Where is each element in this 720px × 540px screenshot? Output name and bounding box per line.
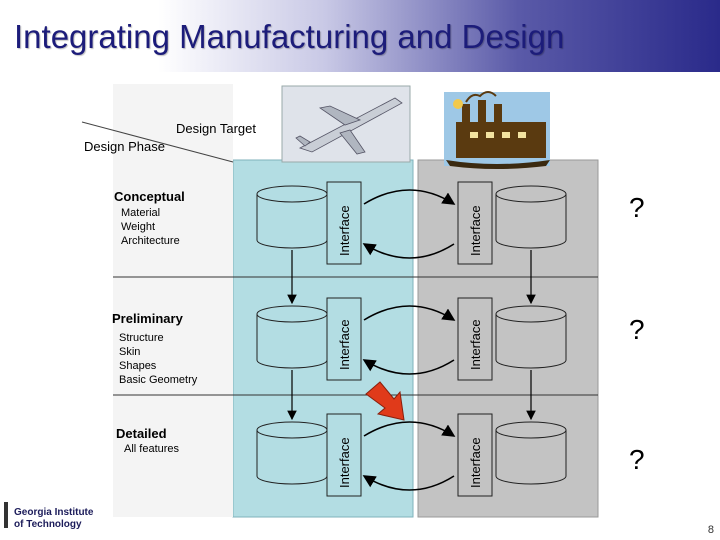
interface-label: Interface xyxy=(468,205,483,256)
logo-line-1: Georgia Institute xyxy=(14,507,94,518)
page-number: 8 xyxy=(707,524,714,536)
interface-label: Interface xyxy=(337,437,352,488)
factory-image xyxy=(444,91,550,169)
phase-item: Shapes xyxy=(119,360,157,372)
design-interface-box-preliminary xyxy=(326,297,362,381)
aircraft-image xyxy=(281,85,411,163)
design-database-detailed xyxy=(256,421,328,485)
design-database-conceptual xyxy=(256,185,328,249)
manufacturing-database-conceptual xyxy=(495,185,567,249)
interface-label: Interface xyxy=(468,319,483,370)
phase-item: Material xyxy=(121,207,160,219)
phase-title-conceptual: Conceptual xyxy=(114,189,185,204)
question-mark-preliminary: ? xyxy=(629,314,645,345)
design-interface-box-conceptual xyxy=(326,181,362,265)
question-mark-detailed: ? xyxy=(629,444,645,475)
interface-exchange-arrows xyxy=(362,189,456,491)
phase-item: Structure xyxy=(119,332,164,344)
phase-flow-arrows xyxy=(287,250,536,421)
logo-line-2: of Technology xyxy=(14,519,82,530)
phase-item: All features xyxy=(124,443,180,455)
manufacturing-interface-box-preliminary xyxy=(457,297,493,381)
design-phase-diagonal xyxy=(81,121,234,163)
design-phase-label: Design Phase xyxy=(84,139,165,154)
design-interface-box-detailed xyxy=(326,413,362,497)
manufacturing-database-preliminary xyxy=(495,305,567,369)
manufacturing-interface-box-detailed xyxy=(457,413,493,497)
design-database-preliminary xyxy=(256,305,328,369)
manufacturing-interface-box-conceptual xyxy=(457,181,493,265)
phase-item: Skin xyxy=(119,346,140,358)
title-bar: Integrating Manufacturing and Design xyxy=(0,0,720,72)
interface-label: Interface xyxy=(468,437,483,488)
question-mark-conceptual: ? xyxy=(629,192,645,223)
left-background-strip xyxy=(113,84,233,517)
slide-title: Integrating Manufacturing and Design xyxy=(14,18,565,55)
phase-item: Architecture xyxy=(121,235,180,247)
highlight-arrow xyxy=(365,381,405,421)
phase-title-preliminary: Preliminary xyxy=(112,311,184,326)
phase-item: Weight xyxy=(121,221,155,233)
design-target-label: Design Target xyxy=(176,121,256,136)
georgia-tech-logo: Georgia Institute of Technology xyxy=(4,502,94,530)
phase-title-detailed: Detailed xyxy=(116,426,167,441)
interface-label: Interface xyxy=(337,319,352,370)
interface-label: Interface xyxy=(337,205,352,256)
manufacturing-database-detailed xyxy=(495,421,567,485)
phase-item: Basic Geometry xyxy=(119,374,198,386)
